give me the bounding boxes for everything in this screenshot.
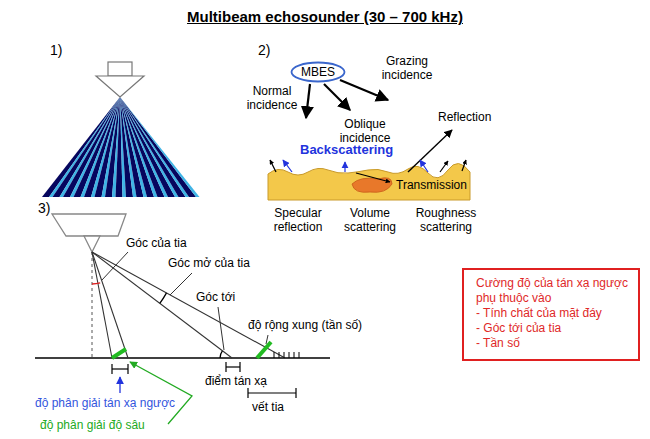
label: Specular reflection bbox=[264, 206, 332, 234]
beam-wedge bbox=[49, 97, 120, 197]
nadir-line bbox=[92, 252, 93, 358]
leader-line bbox=[218, 307, 224, 350]
label: Grazing incidence bbox=[376, 54, 438, 82]
note-text: Cường độ của tán xạ ngược phụ thuộc vào bbox=[476, 276, 630, 306]
beam-wedge bbox=[60, 97, 121, 197]
reflection-arrow bbox=[408, 130, 452, 172]
beam-wedge bbox=[120, 97, 200, 197]
note-text: - Tính chất của mặt đáy bbox=[476, 306, 630, 321]
label: Backscattering bbox=[300, 142, 393, 157]
beam-angle-arc bbox=[92, 283, 100, 284]
label: 2) bbox=[258, 42, 270, 58]
leader-arrow bbox=[130, 362, 192, 424]
title: Multibeam echosounder (30 – 700 kHz) bbox=[0, 8, 650, 26]
label: Normal incidence bbox=[242, 84, 302, 112]
leader-line bbox=[170, 273, 192, 295]
transmission-arrow bbox=[356, 173, 390, 182]
beam-wedge bbox=[70, 97, 120, 197]
leader-line bbox=[102, 252, 128, 280]
label: độ phân giải tán xạ ngược bbox=[35, 396, 175, 410]
leader-line bbox=[266, 335, 268, 344]
label: Góc mở của tia bbox=[168, 256, 250, 270]
label: vết tia bbox=[252, 400, 284, 414]
ship-symbol bbox=[96, 62, 144, 97]
leader-arrow bbox=[119, 377, 120, 393]
beam-wedge bbox=[74, 97, 121, 197]
seafloor-line bbox=[35, 357, 330, 359]
note-text: - Tần số bbox=[476, 336, 630, 351]
beam-wedge bbox=[84, 97, 120, 197]
label: Transmission bbox=[396, 178, 467, 192]
label: độ phân giải độ sâu bbox=[40, 418, 145, 432]
label: 1) bbox=[50, 42, 62, 58]
beam-wedge bbox=[42, 97, 120, 197]
beam-wedge bbox=[81, 97, 121, 197]
label: độ rộng xung (tần số) bbox=[248, 318, 362, 332]
volume-inclusion bbox=[352, 178, 392, 193]
label: Reflection bbox=[438, 110, 491, 124]
note-text: - Góc tới của tia bbox=[476, 321, 630, 336]
label: Góc tới bbox=[196, 290, 235, 304]
incidence-angle-arc bbox=[220, 351, 222, 358]
sonar-ellipse: MBES bbox=[290, 61, 346, 83]
beam-wedge bbox=[91, 97, 120, 197]
pulse-ticks bbox=[274, 352, 299, 358]
beam-wedge bbox=[53, 97, 121, 197]
beam-fan bbox=[42, 97, 200, 197]
label: 3) bbox=[38, 200, 50, 216]
note-box: Cường độ của tán xạ ngược phụ thuộc vào-… bbox=[462, 268, 640, 361]
beam-lines bbox=[92, 252, 285, 358]
label: Roughness scattering bbox=[408, 206, 484, 234]
pulse-mark bbox=[257, 342, 271, 358]
label: Góc của tia bbox=[126, 236, 187, 250]
incidence-arrows bbox=[306, 80, 388, 118]
aperture-arc bbox=[160, 293, 167, 303]
seabed bbox=[268, 163, 470, 200]
scatter-arrows bbox=[270, 160, 466, 172]
ship-symbol bbox=[52, 214, 126, 252]
label: điểm tán xạ bbox=[205, 374, 267, 388]
node-label: MBES bbox=[290, 61, 346, 83]
footprint-mark bbox=[112, 349, 126, 358]
label: Oblique incidence bbox=[334, 117, 396, 145]
beam-wedge bbox=[63, 97, 120, 197]
label: Volume scattering bbox=[338, 206, 402, 234]
